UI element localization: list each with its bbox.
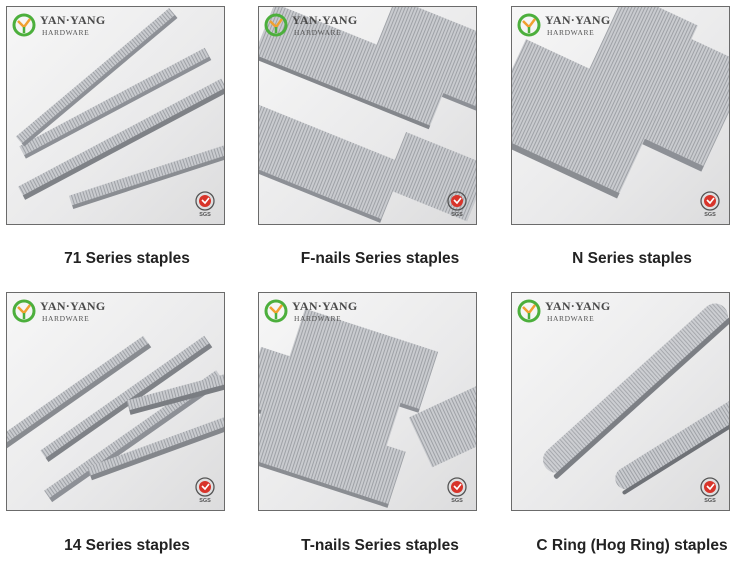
brand-name: YAN·YANG [40, 299, 106, 313]
brand-name: YAN·YANG [40, 13, 106, 27]
sgs-badge: SGS [192, 190, 218, 218]
sgs-badge: SGS [697, 476, 723, 504]
brand-mark-icon [12, 13, 36, 37]
staples-photo [259, 7, 476, 223]
product-image-c-ring[interactable]: YAN·YANG HARDWARE SGS [511, 292, 730, 511]
product-image-71-series[interactable]: YAN·YANG HARDWARE SGS [6, 6, 225, 225]
brand-subtitle: HARDWARE [42, 314, 90, 323]
product-caption-t-nails[interactable]: T-nails Series staples [301, 537, 459, 554]
brand-logo: YAN·YANG HARDWARE [12, 298, 142, 326]
brand-mark-icon [517, 13, 541, 37]
product-image-14-series[interactable]: YAN·YANG HARDWARE SGS [6, 292, 225, 511]
product-card-n-series[interactable]: YAN·YANG HARDWARE SGS [511, 6, 730, 225]
product-caption-c-ring[interactable]: C Ring (Hog Ring) staples [536, 537, 728, 554]
cert-label: SGS [199, 498, 211, 504]
hog-ring-photo [543, 303, 729, 495]
certification-icon [192, 476, 218, 498]
staples-photo [259, 308, 476, 508]
brand-subtitle: HARDWARE [294, 314, 342, 323]
product-caption-71-series[interactable]: 71 Series staples [64, 250, 190, 267]
brand-mark-icon [517, 299, 541, 323]
certification-icon [192, 190, 218, 212]
brand-logo: YAN·YANG HARDWARE [12, 12, 142, 40]
certification-icon [444, 190, 470, 212]
product-image-t-nails[interactable]: YAN·YANG HARDWARE SGS [258, 292, 477, 511]
product-card-f-nails[interactable]: YAN·YANG HARDWARE SGS [258, 6, 477, 225]
product-caption-14-series[interactable]: 14 Series staples [64, 537, 190, 554]
brand-mark-icon [264, 13, 288, 37]
cert-label: SGS [199, 212, 211, 218]
cert-label: SGS [704, 498, 716, 504]
staples-photo [7, 335, 224, 503]
product-caption-f-nails[interactable]: F-nails Series staples [300, 250, 460, 267]
brand-mark-icon [264, 299, 288, 323]
certification-icon [444, 476, 470, 498]
brand-subtitle: HARDWARE [547, 314, 595, 323]
product-card-t-nails[interactable]: YAN·YANG HARDWARE SGS [258, 292, 477, 511]
brand-logo: YAN·YANG HARDWARE [517, 298, 647, 326]
product-card-14-series[interactable]: YAN·YANG HARDWARE SGS [6, 292, 225, 511]
staples-photo [15, 7, 224, 210]
brand-name: YAN·YANG [545, 299, 611, 313]
product-image-f-nails[interactable]: YAN·YANG HARDWARE SGS [258, 6, 477, 225]
sgs-badge: SGS [444, 190, 470, 218]
brand-subtitle: HARDWARE [547, 28, 595, 37]
brand-subtitle: HARDWARE [42, 28, 90, 37]
product-caption-n-series[interactable]: N Series staples [572, 250, 692, 267]
cert-label: SGS [451, 498, 463, 504]
sgs-badge: SGS [697, 190, 723, 218]
brand-name: YAN·YANG [545, 13, 611, 27]
certification-icon [697, 476, 723, 498]
certification-icon [697, 190, 723, 212]
brand-name: YAN·YANG [292, 299, 358, 313]
brand-name: YAN·YANG [292, 13, 358, 27]
brand-logo: YAN·YANG HARDWARE [264, 298, 394, 326]
brand-logo: YAN·YANG HARDWARE [517, 12, 647, 40]
product-image-n-series[interactable]: YAN·YANG HARDWARE SGS [511, 6, 730, 225]
product-card-71-series[interactable]: YAN·YANG HARDWARE SGS [6, 6, 225, 225]
cert-label: SGS [451, 212, 463, 218]
sgs-badge: SGS [192, 476, 218, 504]
cert-label: SGS [704, 212, 716, 218]
sgs-badge: SGS [444, 476, 470, 504]
brand-subtitle: HARDWARE [294, 28, 342, 37]
brand-mark-icon [12, 299, 36, 323]
staples-photo [512, 7, 729, 199]
product-card-c-ring[interactable]: YAN·YANG HARDWARE SGS [511, 292, 730, 511]
brand-logo: YAN·YANG HARDWARE [264, 12, 394, 40]
